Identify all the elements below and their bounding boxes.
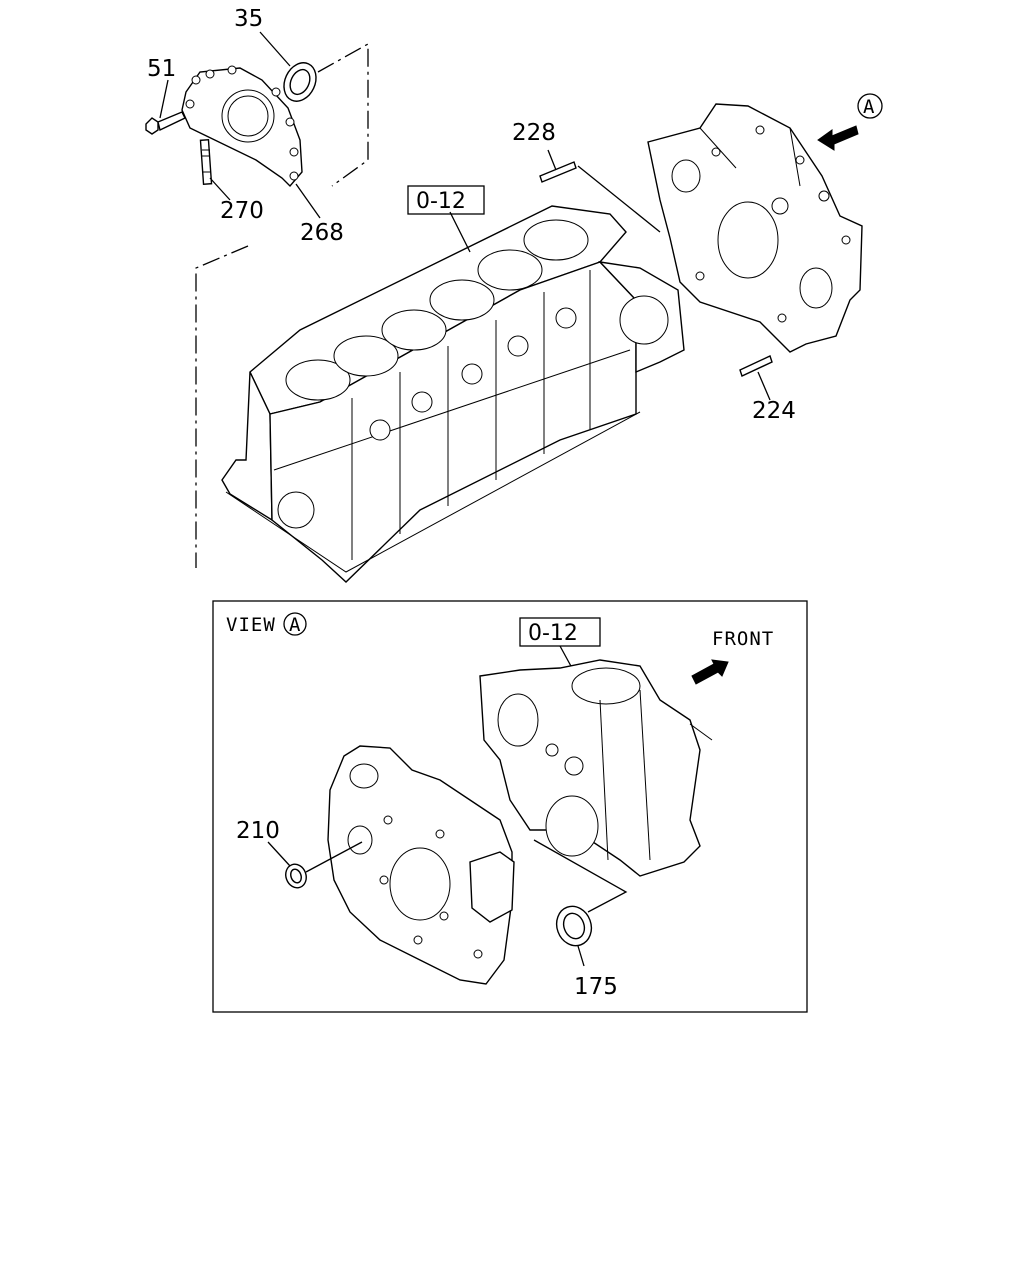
view-a-marker-letter: A: [863, 96, 875, 118]
front-arrow-icon: [691, 659, 729, 685]
flywheel-housing: [647, 103, 863, 353]
callout-224: 224: [752, 398, 796, 424]
callout-228: 228: [512, 120, 556, 146]
callout-268: 268: [300, 220, 344, 246]
stud-228: [539, 161, 577, 183]
view-a-marker: A: [857, 93, 883, 119]
cylinder-block: [221, 205, 685, 583]
bolt-51: [145, 111, 186, 135]
callout-51: 51: [147, 56, 176, 82]
view-a-heading: VIEW A: [226, 612, 307, 636]
stud-270: [199, 139, 213, 185]
view-flywheel-housing: [327, 745, 515, 985]
view-a-arrow: [817, 125, 859, 151]
view-a-panel: [212, 600, 808, 1013]
ref-box-top: 0-12: [407, 185, 485, 215]
view-block-rear: [479, 659, 713, 877]
callout-35: 35: [234, 6, 263, 32]
rear-retainer-plate: [181, 65, 303, 188]
oil-seal-175: [555, 905, 593, 947]
callout-210: 210: [236, 818, 280, 844]
ref-block-label-view: 0-12: [528, 621, 578, 646]
callout-175: 175: [574, 974, 618, 1000]
view-label-marker: A: [289, 614, 301, 636]
ref-box-view: 0-12: [519, 617, 601, 647]
front-label: FRONT: [712, 628, 774, 650]
stud-224: [739, 355, 773, 377]
oil-seal-210: [285, 863, 307, 889]
view-label: VIEW: [226, 614, 276, 636]
ref-block-label: 0-12: [416, 189, 466, 214]
callout-270: 270: [220, 198, 264, 224]
oil-seal-35: [283, 62, 317, 102]
